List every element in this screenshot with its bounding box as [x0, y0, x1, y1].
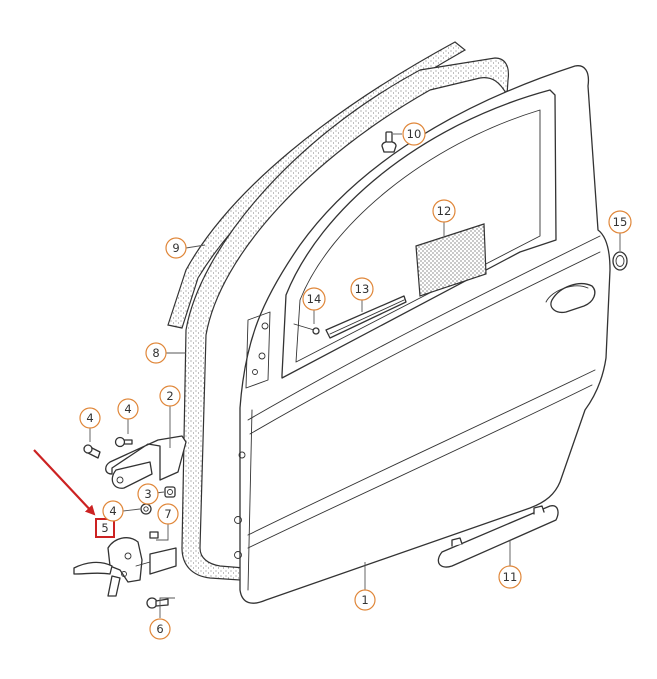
callout-8: 8	[145, 342, 167, 364]
svg-text:10: 10	[407, 127, 422, 141]
hinge-nut	[164, 486, 176, 498]
callout-9: 9	[165, 237, 187, 259]
svg-text:2: 2	[166, 389, 173, 403]
svg-text:9: 9	[172, 241, 179, 255]
svg-text:11: 11	[503, 570, 518, 584]
svg-text:7: 7	[164, 507, 171, 521]
hinge-bolt-lower	[140, 503, 152, 515]
upper-hinge	[105, 435, 187, 489]
svg-text:1: 1	[361, 593, 368, 607]
plug-grommet	[612, 251, 628, 271]
door-frame-seal	[181, 57, 510, 581]
top-fastener	[381, 131, 397, 153]
svg-text:4: 4	[86, 411, 93, 425]
highlight-arrow	[33, 449, 96, 516]
callout-7: 7	[157, 503, 179, 525]
callout-14: 14	[302, 287, 326, 311]
callout-13: 13	[350, 277, 374, 301]
callout-10: 10	[402, 122, 426, 146]
svg-text:14: 14	[307, 292, 322, 306]
svg-text:4: 4	[124, 402, 131, 416]
callout-4-b: 4	[117, 398, 139, 420]
svg-text:3: 3	[144, 487, 151, 501]
svg-text:6: 6	[156, 622, 163, 636]
callout-6: 6	[149, 618, 171, 640]
highlight-box	[95, 518, 115, 538]
callout-4-c: 4	[102, 500, 124, 522]
callout-1: 1	[354, 589, 376, 611]
hinge-bolt-mid	[114, 436, 133, 448]
svg-text:5: 5	[101, 521, 108, 535]
callout-2: 2	[159, 385, 181, 407]
leader-lines	[89, 133, 621, 618]
svg-text:12: 12	[437, 204, 452, 218]
svg-text:15: 15	[613, 215, 628, 229]
svg-text:4: 4	[109, 504, 116, 518]
belt-clip	[293, 323, 320, 335]
callout-3: 3	[137, 483, 159, 505]
svg-text:8: 8	[152, 346, 159, 360]
door-handle	[545, 283, 596, 314]
lower-side-molding	[437, 505, 559, 568]
callout-5: 5	[101, 521, 108, 535]
window-belt-strip	[325, 295, 407, 339]
door-shell	[234, 65, 611, 604]
sound-insulation-pad	[415, 223, 487, 297]
hinge-bolt-upper	[83, 444, 101, 459]
callout-12: 12	[432, 199, 456, 223]
callout-4-a: 4	[79, 407, 101, 429]
lower-hinge-check-strap	[73, 531, 177, 597]
callout-15: 15	[608, 210, 632, 234]
svg-text:13: 13	[355, 282, 370, 296]
callout-11: 11	[498, 565, 522, 589]
mounting-screw	[146, 597, 169, 609]
